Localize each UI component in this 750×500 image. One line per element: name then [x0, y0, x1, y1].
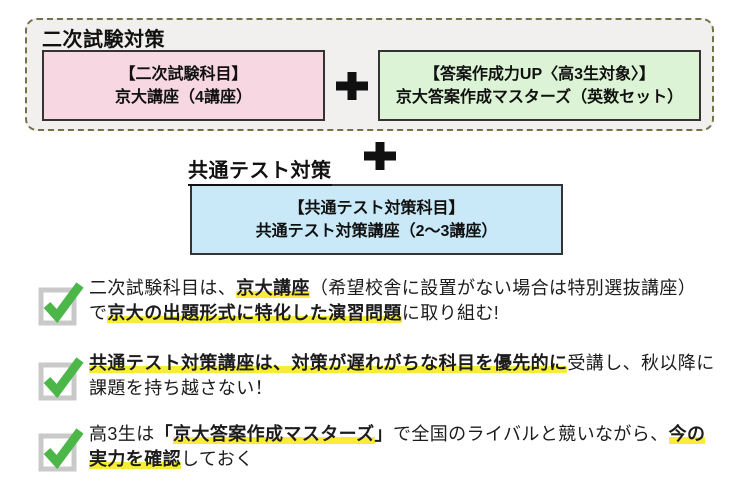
- text-segment: で: [89, 303, 108, 323]
- bullet-line: 課題を持ち越さない！: [89, 376, 715, 401]
- list-item: 高3生は「京大答案作成マスターズ」で全国のライバルと競いながら、今の 実力を確認…: [38, 422, 740, 472]
- bullet-text: 高3生は「京大答案作成マスターズ」で全国のライバルと競いながら、今の 実力を確認…: [89, 422, 706, 472]
- text-segment-emphasis: 今の: [668, 424, 706, 444]
- plus-wrap: [325, 50, 378, 121]
- text-segment-emphasis: 実力を確認: [89, 449, 181, 469]
- text-segment: で全国のライバルと競いながら、: [392, 424, 669, 444]
- bullet-line: 二次試験科目は、京大講座（希望校舎に設置がない場合は特別選抜講座）: [89, 276, 696, 301]
- text-segment-bold: 「: [154, 424, 174, 444]
- bullet-line: 実力を確認しておく: [89, 447, 705, 472]
- secondary-subjects-box-line2: 京大講座（4講座）: [115, 88, 252, 106]
- common-test-header: 共通テスト対策: [188, 150, 563, 186]
- bullet-line: で京大の出題形式に特化した演習問題に取り組む!: [89, 301, 696, 326]
- checkbox-checked-icon: [38, 357, 84, 401]
- answer-masters-box-line1: 【答案作成力UP〈高3生対象〉】: [423, 65, 656, 83]
- text-segment: 課題を持ち越さない！: [89, 378, 273, 398]
- plus-icon: [364, 142, 396, 170]
- text-segment-emphasis: 京大答案作成マスターズ: [173, 424, 375, 444]
- key-points-list: 二次試験科目は、京大講座（希望校舎に設置がない場合は特別選抜講座） で京大の出題…: [38, 276, 740, 497]
- secondary-subjects-box: 【二次試験科目】 京大講座（4講座）: [42, 50, 325, 121]
- secondary-subjects-box-line1: 【二次試験科目】: [119, 65, 248, 83]
- secondary-exam-section: 二次試験対策 【二次試験科目】 京大講座（4講座） 【答案作成力UP〈高3生対象…: [25, 18, 714, 131]
- bullet-line: 共通テスト対策講座は、対策が遅れがちな科目を優先的に受講し、秋以降に: [89, 351, 715, 376]
- checkbox-checked-icon: [38, 282, 84, 326]
- answer-masters-box-line2: 京大答案作成マスターズ（英数セット）: [395, 88, 684, 106]
- text-segment-bold: 」: [374, 424, 393, 444]
- text-segment: 受講し、秋以降に: [567, 353, 715, 373]
- common-test-title: 共通テスト対策: [188, 154, 332, 186]
- text-segment-emphasis: 京大講座: [236, 278, 310, 298]
- text-segment: に取り組む!: [401, 303, 500, 323]
- text-segment: 二次試験科目は、: [89, 278, 237, 298]
- list-item: 二次試験科目は、京大講座（希望校舎に設置がない場合は特別選抜講座） で京大の出題…: [38, 276, 740, 326]
- text-segment: （希望校舎に設置がない場合は特別選抜講座）: [309, 278, 697, 298]
- bullet-text: 二次試験科目は、京大講座（希望校舎に設置がない場合は特別選抜講座） で京大の出題…: [89, 276, 696, 326]
- common-test-box-line2: 共通テスト対策講座（2〜3講座）: [255, 222, 498, 240]
- answer-masters-box: 【答案作成力UP〈高3生対象〉】 京大答案作成マスターズ（英数セット）: [378, 50, 701, 121]
- text-segment-emphasis: 京大の出題形式に特化した演習問題: [107, 303, 402, 323]
- plus-icon: [336, 72, 368, 100]
- bullet-line: 高3生は「京大答案作成マスターズ」で全国のライバルと競いながら、今の: [89, 422, 706, 447]
- text-segment: 高3生は: [89, 424, 155, 444]
- bullet-text: 共通テスト対策講座は、対策が遅れがちな科目を優先的に受講し、秋以降に 課題を持ち…: [89, 351, 715, 401]
- text-segment-emphasis: 共通テスト対策講座は、対策が遅れがちな科目を優先的に: [89, 353, 568, 373]
- common-test-box: 【共通テスト対策科目】 共通テスト対策講座（2〜3講座）: [190, 184, 563, 255]
- checkbox-checked-icon: [38, 428, 84, 472]
- common-test-box-line1: 【共通テスト対策科目】: [288, 199, 465, 217]
- common-test-section: 共通テスト対策 【共通テスト対策科目】 共通テスト対策講座（2〜3講座）: [188, 150, 563, 255]
- text-segment: しておく: [181, 449, 254, 469]
- list-item: 共通テスト対策講座は、対策が遅れがちな科目を優先的に受講し、秋以降に 課題を持ち…: [38, 351, 740, 401]
- secondary-exam-boxes-row: 【二次試験科目】 京大講座（4講座） 【答案作成力UP〈高3生対象〉】 京大答案…: [42, 50, 701, 121]
